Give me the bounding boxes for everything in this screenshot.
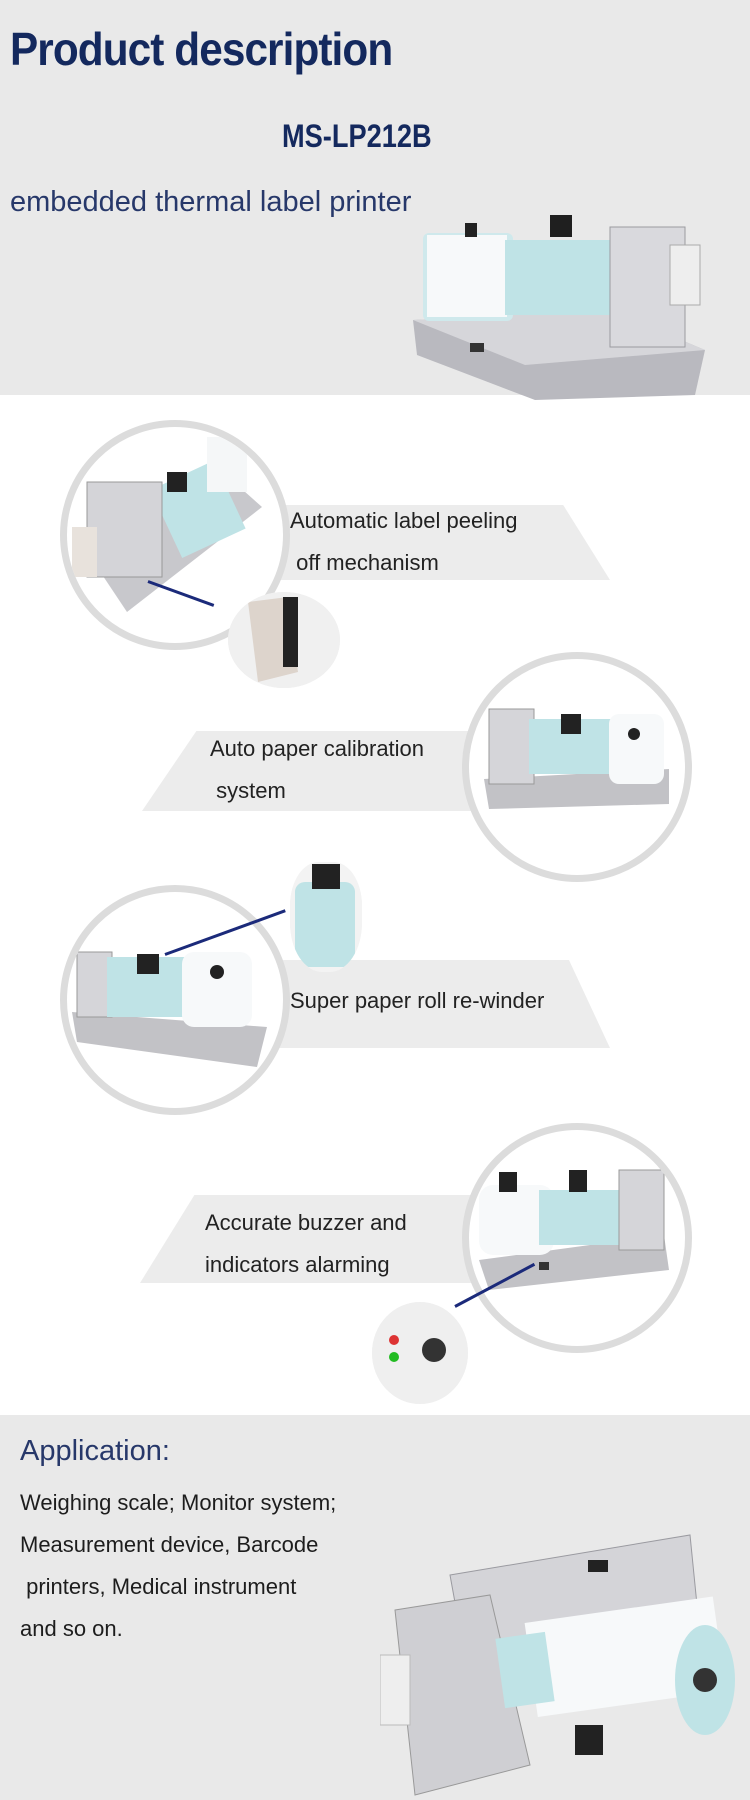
application-line-2: Measurement device, Barcode — [20, 1532, 319, 1557]
application-line-3: printers, Medical instrument — [20, 1574, 297, 1599]
application-list: Weighing scale; Monitor system; Measurem… — [20, 1482, 410, 1650]
feature-2-line-2: system — [210, 778, 286, 803]
feature-1-line-2: off mechanism — [290, 550, 439, 575]
feature-4-line-1: Accurate buzzer and — [205, 1210, 407, 1235]
feature-4-text: Accurate buzzer and indicators alarming — [205, 1202, 407, 1286]
application-line-1: Weighing scale; Monitor system; — [20, 1490, 337, 1515]
hero-printer-image — [405, 205, 735, 400]
feature-1-line-1: Automatic label peeling — [290, 508, 518, 533]
page-title: Product description — [10, 23, 393, 75]
feature-ribbon-4 — [140, 1195, 480, 1283]
feature-3-zoom-image — [290, 862, 362, 972]
feature-3-text: Super paper roll re-winder — [290, 980, 544, 1022]
application-printer-image — [380, 1515, 750, 1800]
application-line-4: and so on. — [20, 1616, 123, 1641]
feature-ribbon-1 — [250, 505, 610, 580]
feature-1-circle-image — [60, 420, 290, 650]
feature-ribbon-3 — [268, 960, 610, 1048]
feature-2-text: Auto paper calibration system — [210, 728, 424, 812]
feature-1-text: Automatic label peeling off mechanism — [290, 500, 517, 584]
feature-2-line-1: Auto paper calibration — [210, 736, 425, 761]
feature-ribbon-2 — [142, 731, 482, 811]
feature-4-line-2: indicators alarming — [205, 1252, 390, 1277]
feature-1-zoom-image — [228, 592, 340, 688]
feature-4-circle-image — [462, 1123, 692, 1353]
application-title: Application: — [20, 1435, 170, 1467]
feature-2-circle-image — [462, 652, 692, 882]
product-subtitle: embedded thermal label printer — [10, 186, 412, 218]
feature-4-zoom-image — [372, 1302, 468, 1404]
feature-3-line-1: Super paper roll re-winder — [290, 988, 545, 1013]
model-number: MS-LP212B — [282, 118, 432, 154]
